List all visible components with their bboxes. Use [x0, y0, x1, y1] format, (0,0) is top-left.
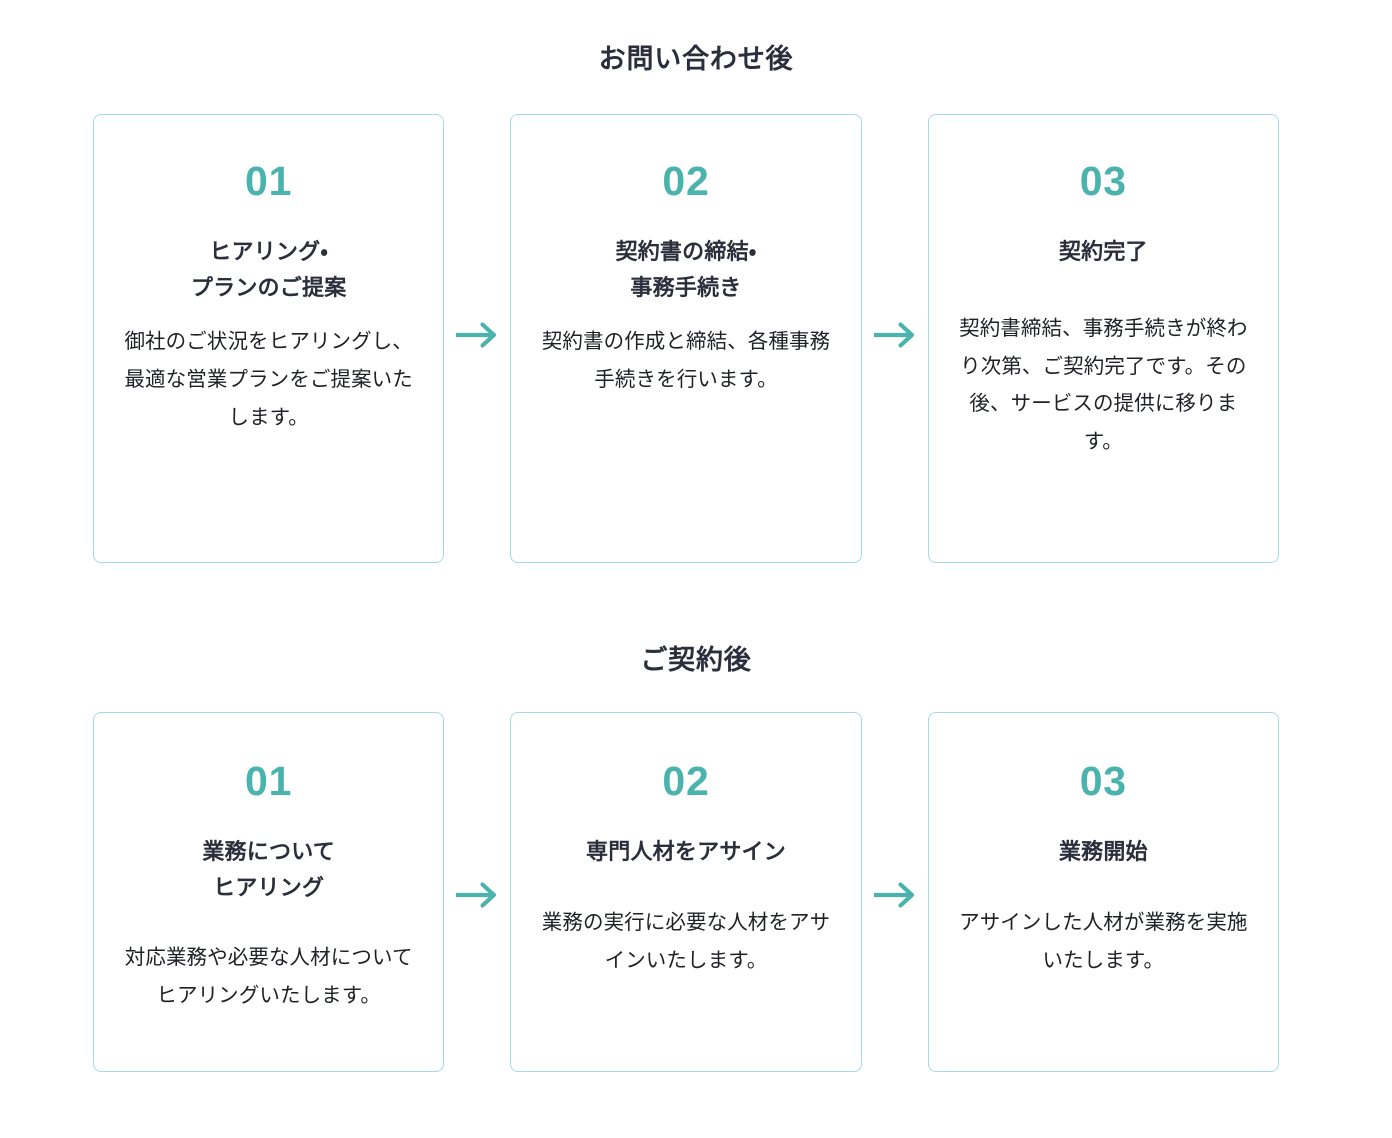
step-title: 契約書の締結・ 事務手続き: [615, 239, 757, 300]
step-card-1-3: 03 契約完了 契約書締結、事務手続きが終わり次第、ご契約完了です。その後、サー…: [927, 114, 1279, 563]
step-description: 契約書の作成と締結、各種事務手続きを行います。: [541, 330, 831, 392]
arrow-right-icon: [444, 114, 510, 563]
step-description: 御社のご状況をヒアリングし、最適な営業プランをご提案いたします。: [124, 330, 413, 430]
step-card-2-2: 02 専門人材をアサイン 業務の実行に必要な人材をアサインいたします。: [510, 712, 862, 1072]
step-title: 契約完了: [1058, 239, 1148, 264]
section-heading-after-contract: ご契約後: [640, 645, 752, 675]
arrow-right-icon: [444, 712, 510, 1072]
step-number: 03: [1079, 158, 1127, 204]
step-title: 業務について ヒアリング: [202, 839, 335, 900]
section-heading-after-inquiry: お問い合わせ後: [598, 44, 794, 74]
step-card-1-2: 02 契約書の締結・ 事務手続き 契約書の作成と締結、各種事務手続きを行います。: [510, 114, 862, 563]
step-title: 業務開始: [1058, 839, 1148, 864]
step-number: 03: [1079, 758, 1127, 804]
step-description: アサインした人材が業務を実施いたします。: [959, 910, 1248, 972]
step-card-2-1: 01 業務について ヒアリング 対応業務や必要な人材についてヒアリングいたします…: [93, 712, 445, 1072]
step-card-1-1: 01 ヒアリング・ プランのご提案 御社のご状況をヒアリングし、最適な営業プラン…: [93, 114, 445, 563]
step-card-2-3: 03 業務開始 アサインした人材が業務を実施いたします。: [927, 712, 1279, 1072]
step-number: 01: [245, 758, 293, 804]
arrow-right-icon: [862, 712, 928, 1072]
step-title: 専門人材をアサイン: [586, 839, 786, 864]
step-description: 契約書締結、事務手続きが終わり次第、ご契約完了です。その後、サービスの提供に移り…: [959, 316, 1248, 454]
step-number: 02: [662, 758, 710, 804]
step-row-after-contract: 01 業務について ヒアリング 対応業務や必要な人材についてヒアリングいたします…: [93, 712, 1279, 1072]
step-description: 業務の実行に必要な人材をアサインいたします。: [541, 910, 831, 972]
step-description: 対応業務や必要な人材についてヒアリングいたします。: [124, 946, 413, 1008]
step-number: 01: [245, 158, 293, 204]
step-row-after-inquiry: 01 ヒアリング・ プランのご提案 御社のご状況をヒアリングし、最適な営業プラン…: [93, 114, 1279, 563]
arrow-right-icon: [862, 114, 928, 563]
step-title: ヒアリング・ プランのご提案: [190, 239, 347, 300]
step-number: 02: [662, 158, 710, 204]
